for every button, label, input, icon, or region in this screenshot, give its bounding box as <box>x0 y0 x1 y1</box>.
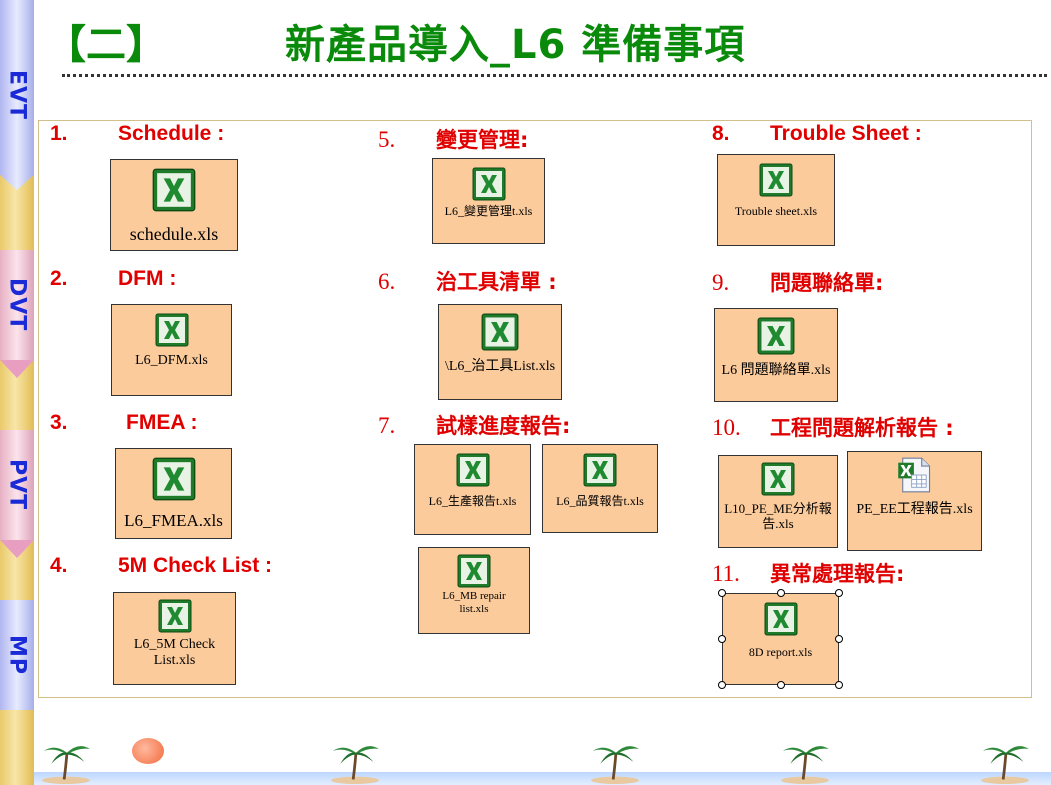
excel-file-icon <box>583 453 617 487</box>
phase-evt[interactable]: EVT <box>0 0 34 190</box>
phase-pvt[interactable]: PVT <box>0 430 34 540</box>
file-dfm[interactable]: L6_DFM.xls <box>111 304 232 396</box>
section-heading-6: 6.治工具清單 : <box>378 269 557 294</box>
content-frame <box>38 120 1032 698</box>
selection-handle[interactable] <box>718 635 726 643</box>
section-heading-11: 11.異常處理報告: <box>712 561 905 586</box>
section-heading-7: 7.試樣進度報告: <box>378 413 571 438</box>
excel-document-icon <box>896 456 934 494</box>
title-bracket: 【二】 <box>46 22 166 68</box>
excel-file-icon <box>152 457 196 501</box>
palm-tree-icon <box>975 738 1035 784</box>
excel-file-icon <box>764 602 798 636</box>
excel-file-icon <box>757 317 795 355</box>
phase-dvt[interactable]: DVT <box>0 250 34 360</box>
sun-icon <box>132 738 164 764</box>
file-issue-contact-sheet[interactable]: L6 問題聯絡單.xls <box>714 308 838 402</box>
file-fmea[interactable]: L6_FMEA.xls <box>115 448 232 539</box>
excel-file-icon <box>761 462 795 496</box>
palm-tree-icon <box>36 738 96 784</box>
ground-strip <box>34 772 1051 785</box>
section-heading-1: 1.Schedule : <box>50 122 225 145</box>
file-production-report[interactable]: L6_生產報告t.xls <box>414 444 531 535</box>
section-heading-3: 3.FMEA : <box>50 411 198 434</box>
file-5m-checklist[interactable]: L6_5M Check List.xls <box>113 592 236 685</box>
section-heading-2: 2.DFM : <box>50 267 177 290</box>
file-8d-report[interactable]: 8D report.xls <box>722 593 839 685</box>
file-mb-repair-list[interactable]: L6_MB repair list.xls <box>418 547 530 634</box>
palm-tree-icon <box>775 738 835 784</box>
file-pe-ee-report[interactable]: PE_EE工程報告.xls <box>847 451 982 551</box>
selection-handle[interactable] <box>835 589 843 597</box>
file-tooling-list[interactable]: \L6_治工具List.xls <box>438 304 562 400</box>
file-pe-me-analysis[interactable]: L10_PE_ME分析報告.xls <box>718 455 838 548</box>
palm-tree-icon <box>585 738 645 784</box>
phase-arrow <box>0 360 34 378</box>
title-divider <box>62 74 1047 77</box>
excel-file-icon <box>481 313 519 351</box>
phase-arrow <box>0 540 34 558</box>
file-schedule[interactable]: schedule.xls <box>110 159 238 251</box>
section-heading-9: 9.問題聯絡單: <box>712 270 884 295</box>
section-heading-5: 5.變更管理: <box>378 127 529 152</box>
selection-handle[interactable] <box>777 681 785 689</box>
excel-file-icon <box>456 453 490 487</box>
excel-file-icon <box>759 163 793 197</box>
selection-handle[interactable] <box>718 589 726 597</box>
phase-mp[interactable]: MP <box>0 600 34 710</box>
page-title: 新產品導入_L6 準備事項 <box>285 22 746 68</box>
excel-file-icon <box>155 313 189 347</box>
excel-file-icon <box>152 168 196 212</box>
section-heading-10: 10.工程問題解析報告 : <box>712 415 954 440</box>
excel-file-icon <box>472 167 506 201</box>
selection-handle[interactable] <box>718 681 726 689</box>
section-heading-8: 8.Trouble Sheet : <box>712 122 922 145</box>
phase-sidebar: EVT DVT PVT MP <box>0 0 34 785</box>
excel-file-icon <box>158 599 192 633</box>
file-change-management[interactable]: L6_變更管理t.xls <box>432 158 545 244</box>
section-heading-4: 4.5M Check List : <box>50 554 273 577</box>
file-quality-report[interactable]: L6_品質報告t.xls <box>542 444 658 533</box>
selection-handle[interactable] <box>777 589 785 597</box>
excel-file-icon <box>457 554 491 588</box>
palm-tree-icon <box>325 738 385 784</box>
selection-handle[interactable] <box>835 681 843 689</box>
selection-handle[interactable] <box>835 635 843 643</box>
file-trouble-sheet[interactable]: Trouble sheet.xls <box>717 154 835 246</box>
